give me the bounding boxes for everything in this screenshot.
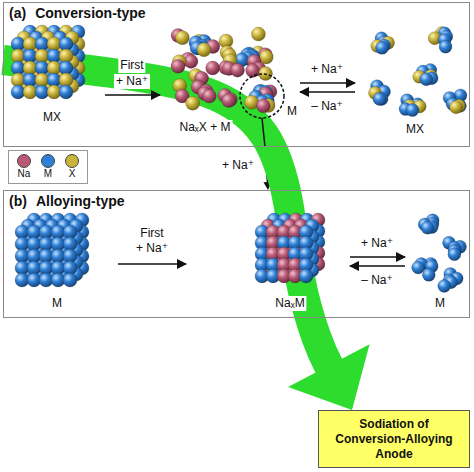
reverse-arrow [300,91,355,93]
crystal-lattice [11,25,85,99]
first-sodiation-arrow [105,94,160,96]
legend-box: Na M X [8,150,88,184]
atom-sphere [175,31,189,45]
conversion-mixture [171,27,277,113]
forward-arrow [350,256,405,258]
figure-label: MX [404,122,426,137]
atom-sphere [197,43,211,57]
panel-letter: (b) [9,193,27,209]
legend-text: M [44,168,52,180]
figure-label: + Na⁺ [134,241,170,256]
mx-clusters [368,27,467,117]
arrow-head [288,344,370,410]
leader-line [262,118,265,147]
lattice-layer [261,219,319,277]
lattice-layer [23,25,85,87]
lattice-layer [255,225,313,283]
lattice-layer [11,37,73,99]
atom-sphere [259,50,273,64]
figure-label: – Na⁺ [309,99,345,114]
atom-sphere [420,73,433,86]
figure-label: + Na⁺ [359,236,395,251]
m-clusters [412,214,467,293]
atom-sphere [222,94,236,108]
atom-sphere [422,268,435,281]
atom-sphere [448,248,461,261]
legend-item: M [41,154,55,180]
box-text: Sodiation of Conversion-Alloying Anode [325,417,463,462]
panel-title: Conversion-type [35,5,145,21]
atom-sphere [246,64,260,78]
figure-label: M [433,296,447,311]
legend-swatch [41,154,55,168]
legend-item: X [65,154,79,180]
result-box: Sodiation of Conversion-Alloying Anode [318,410,470,468]
pathway-arrow-group [3,60,370,410]
lattice-layer [15,225,77,287]
figure-label: M [285,104,299,119]
legend-swatch [65,154,79,168]
lattice-layer [267,213,325,271]
figure-label: M [50,296,64,311]
atom-sphere [438,279,451,292]
lattice-layer [21,219,83,281]
pathway-arrow [3,60,330,367]
first-sodiation-arrow [118,263,186,265]
figure-label: First [138,226,165,241]
figure-label: – Na⁺ [359,273,395,288]
legend-text: Na [18,168,31,180]
panel-heading: (a) Conversion-type [4,3,469,23]
legend-text: X [69,168,76,180]
legend-swatch [17,154,31,168]
panel-heading: (b) Alloying-type [4,191,469,211]
figure-label: + Na⁺ [309,62,345,77]
atom-sphere [299,269,313,283]
atom-sphere [373,92,386,105]
lattice-layer [27,213,89,275]
figure-label: + Na⁺ [114,74,150,89]
atom-sphere [406,104,419,117]
atom-sphere [373,92,386,105]
panel-band: (b) Alloying-type [3,190,470,318]
panel-letter: (a) [9,5,26,21]
atom-sphere [171,59,185,73]
atom-sphere [202,89,216,103]
atom-sphere [439,40,452,53]
atom-sphere [206,61,220,75]
atom-sphere [186,96,200,110]
dashed-highlight [240,74,284,118]
panel-band: (a) Conversion-type [3,2,470,147]
reaction-arrows [105,83,405,266]
atom-sphere [421,221,434,234]
figure-label: NaₓX + M [178,120,233,135]
atom-sphere [375,41,388,54]
reverse-arrow [350,265,405,267]
crystal-lattice [255,213,325,283]
figure-label: MX [41,110,63,125]
legend-item: Na [17,154,31,180]
figure-label: First [118,58,145,73]
lattice-layer [17,31,79,93]
atom-sphere [449,101,462,114]
crystal-lattice [15,213,89,287]
atom-sphere [63,273,77,287]
atom-sphere [59,85,73,99]
atom-sphere [230,63,244,77]
panel-title: Alloying-type [36,193,125,209]
forward-arrow [300,82,355,84]
figure-label: NaₓM [273,296,306,311]
atom-sphere [256,99,270,113]
atom-sphere [251,27,265,41]
edge-label: + Na⁺ [220,158,256,173]
